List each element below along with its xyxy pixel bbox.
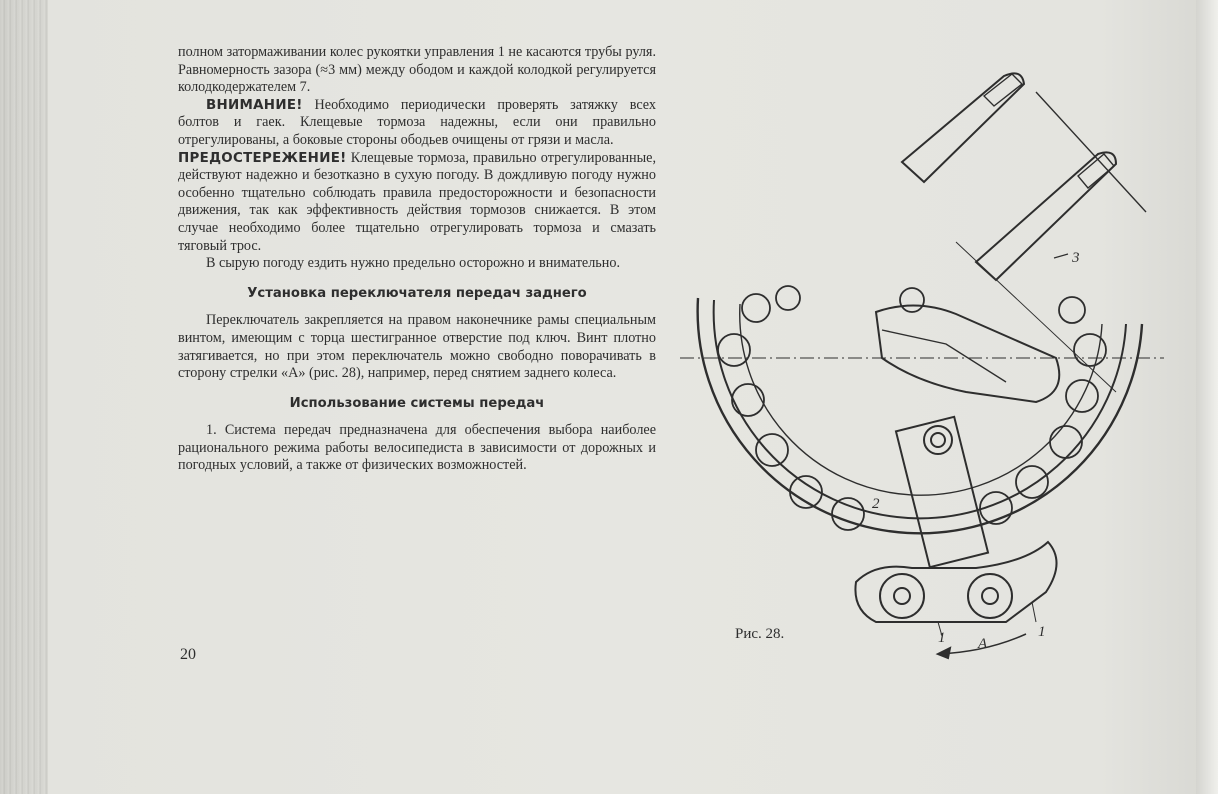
- derailleur-body: [874, 304, 1061, 569]
- rim-arc-inner: [712, 299, 1127, 520]
- paragraph-clearance: полном затормаживании колес рукоятки упр…: [178, 44, 656, 96]
- section-title-gear-system: Использование системы передач: [289, 395, 545, 411]
- pulley-wheels: [854, 540, 1058, 623]
- warning-label: ПРЕДОСТЕРЕЖЕНИЕ!: [178, 150, 347, 166]
- page-stack-edges: [0, 0, 48, 794]
- page-right-edge: [1196, 0, 1218, 794]
- page-number: 20: [180, 646, 196, 663]
- brake-lever-lower: [974, 151, 1118, 282]
- figure-caption: Рис. 28.: [735, 626, 785, 642]
- rim-arc-band: [739, 303, 1103, 496]
- figure-derailleur-diagram: 3 2 1 1 А: [680, 72, 1164, 660]
- attention-label: ВНИМАНИЕ!: [206, 97, 303, 113]
- paragraph-derailleur-install: Переключатель закрепляется на правом нак…: [178, 312, 656, 382]
- brake-lever-upper: [900, 72, 1026, 184]
- text-column: полном затормаживании колес рукоятки упр…: [178, 44, 656, 475]
- paragraph-rain: В сырую погоду ездить нужно предельно ос…: [206, 255, 620, 272]
- rim-arc-outer: [696, 297, 1144, 535]
- label-2: 2: [872, 496, 880, 512]
- paragraph-warning: ПРЕДОСТЕРЕЖЕНИЕ! Клещевые тормоза, прави…: [178, 150, 656, 256]
- section-title-derailleur-install: Установка переключателя передач заднего: [247, 285, 587, 301]
- label-1-left: 1: [938, 630, 946, 646]
- paragraph-gear-system: 1. Система передач предназначена для обе…: [178, 422, 656, 474]
- label-a: А: [977, 636, 988, 652]
- attention-text: Необходимо периодически проверять затяжк…: [178, 96, 656, 148]
- spoke-holes: [717, 285, 1107, 531]
- label-1-right: 1: [1038, 624, 1046, 640]
- label-3: 3: [1071, 250, 1080, 266]
- paragraph-attention: ВНИМАНИЕ! Необходимо периодически провер…: [178, 97, 656, 150]
- warning-text: Клещевые тормоза, правильно отрегулирова…: [178, 149, 656, 254]
